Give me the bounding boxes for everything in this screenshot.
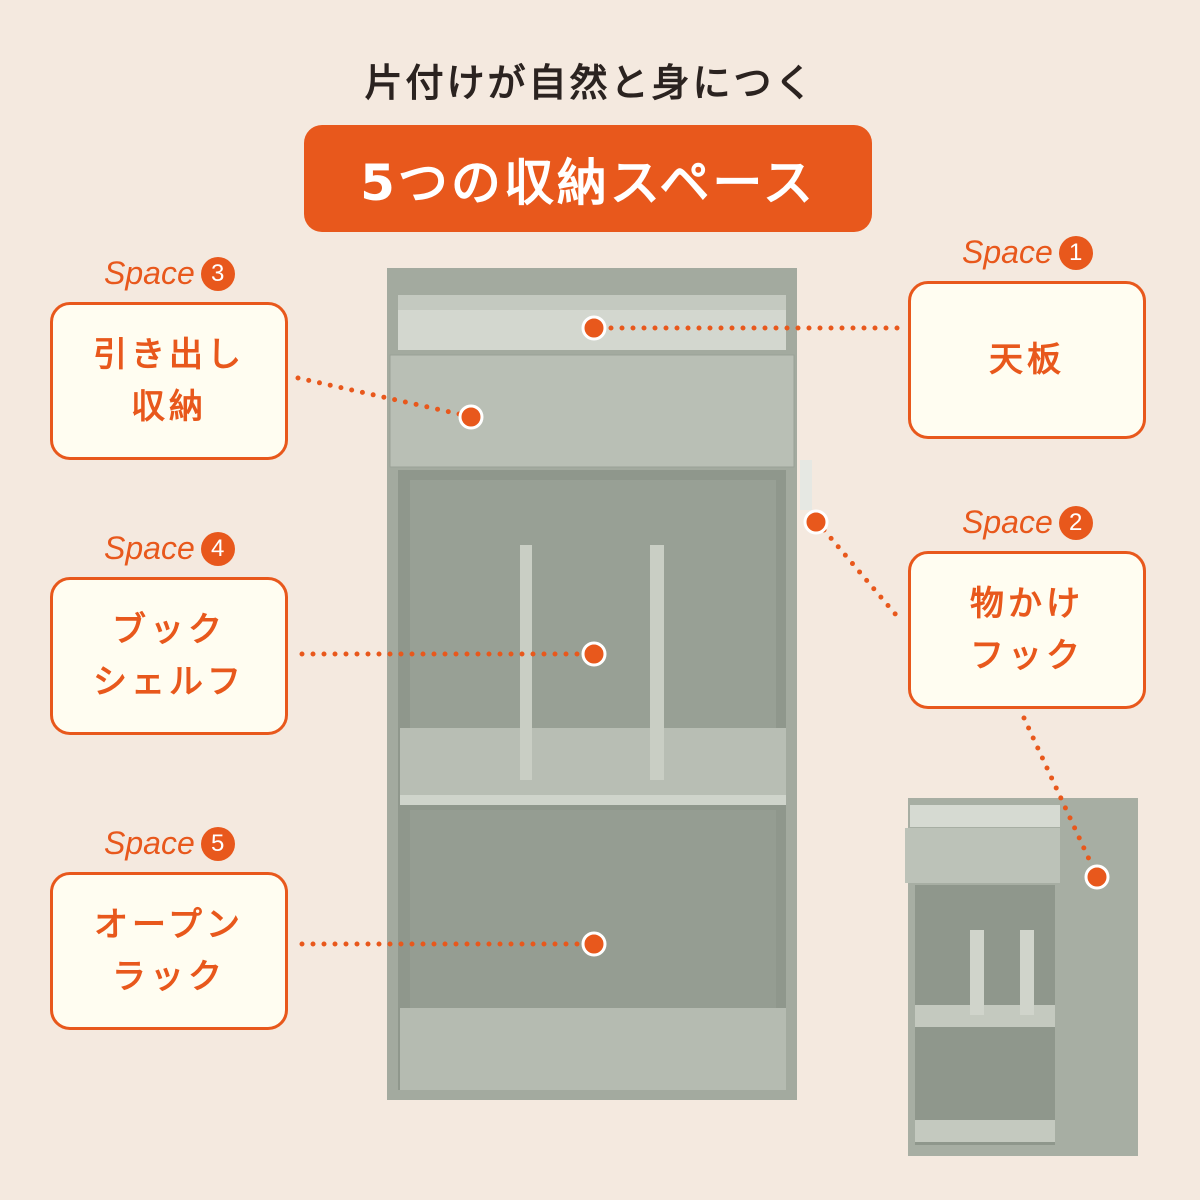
space-label-text: Space bbox=[104, 530, 195, 566]
space-label-text: Space bbox=[962, 504, 1053, 540]
space-4-text-line1: ブック bbox=[112, 610, 226, 650]
space-label-text: Space bbox=[104, 825, 195, 861]
space-number-badge: 2 bbox=[1058, 505, 1093, 540]
space-number-badge: 4 bbox=[200, 531, 235, 566]
space-2-text-line2: フック bbox=[970, 636, 1084, 676]
space-5-text-line1: オープン bbox=[94, 905, 244, 945]
subtitle: 片付けが自然と身につく bbox=[364, 61, 816, 105]
main-cabinet bbox=[387, 268, 812, 1100]
space-5-box: オープンラック bbox=[50, 872, 288, 1030]
small-cabinet bbox=[905, 798, 1138, 1156]
space-2-text-line1: 物かけ bbox=[970, 584, 1084, 624]
title-banner: 5つの収納スペース bbox=[304, 125, 872, 232]
space-5-text-line2: ラック bbox=[112, 957, 226, 997]
space-number-badge: 5 bbox=[200, 826, 235, 861]
space-4-text-line2: シェルフ bbox=[93, 662, 245, 702]
space-1-box: 天板 bbox=[908, 281, 1146, 439]
space-3-box: 引き出し収納 bbox=[50, 302, 288, 460]
space-number-badge: 3 bbox=[200, 256, 235, 291]
space-4-box: ブックシェルフ bbox=[50, 577, 288, 735]
space-number-badge: 1 bbox=[1058, 235, 1093, 270]
space-3-text-line2: 収納 bbox=[131, 387, 207, 427]
space-label-text: Space bbox=[962, 234, 1053, 270]
space-1-text: 天板 bbox=[989, 340, 1065, 380]
leader-lines bbox=[295, 325, 1097, 947]
space-3-text-line1: 引き出し bbox=[93, 335, 245, 375]
space-2-box: 物かけフック bbox=[908, 551, 1146, 709]
space-label-text: Space bbox=[104, 255, 195, 291]
marker-dots bbox=[458, 315, 1110, 957]
